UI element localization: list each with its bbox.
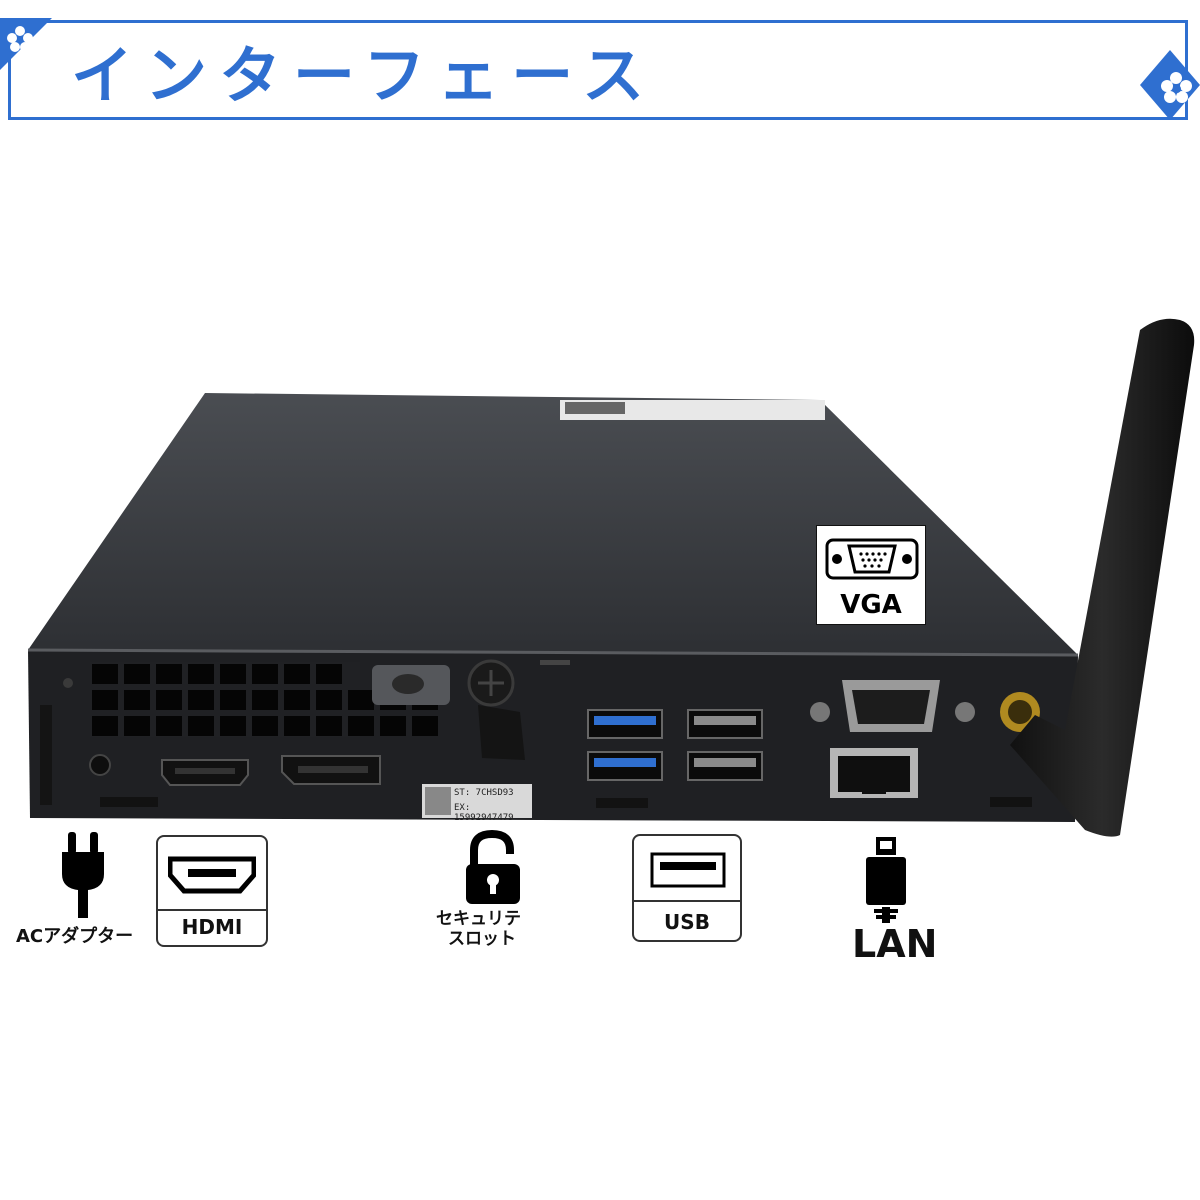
plug-icon (62, 832, 104, 918)
security-slot-label-1: セキュリテ (436, 909, 521, 929)
vga-callout: VGA (816, 525, 926, 625)
sticker-line-2: EX: 15992947479 (454, 803, 514, 823)
title-banner: インターフェース (8, 20, 1188, 120)
hdmi-label: HDMI (181, 915, 243, 939)
padlock-icon (466, 830, 520, 904)
lan-label: LAN (852, 922, 938, 966)
sticker-line-1: ST: 7CHSD93 (454, 788, 514, 798)
vga-port-icon (825, 538, 919, 580)
ethernet-cable-icon (866, 837, 906, 923)
ac-adapter-label: ACアダプター (16, 926, 134, 947)
usb-label: USB (664, 910, 710, 934)
serial-sticker: ST: 7CHSD93 EX: 15992947479 (422, 784, 532, 823)
security-slot-label-2: スロット (448, 929, 516, 949)
usb-card: USB (632, 834, 742, 942)
right-flower-icon (1140, 50, 1200, 120)
usb-port-icon (650, 852, 726, 888)
banner-title: インターフェース (71, 39, 657, 112)
hdmi-card: HDMI (156, 835, 268, 947)
left-flower-icon (0, 18, 52, 70)
vga-label: VGA (840, 590, 902, 620)
hdmi-port-icon (168, 856, 256, 894)
